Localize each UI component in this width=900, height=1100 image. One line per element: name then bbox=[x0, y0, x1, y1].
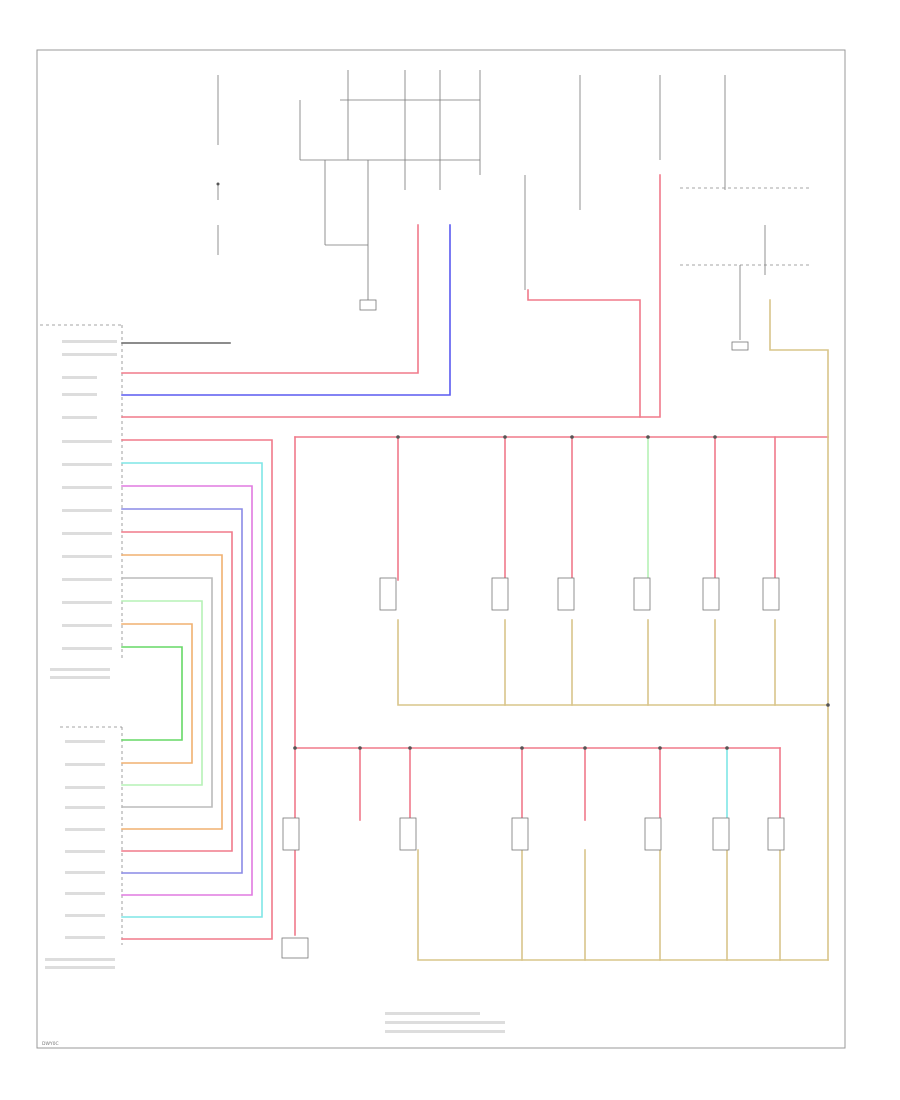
gray-wire bbox=[121, 577, 213, 808]
violet-wire bbox=[121, 508, 243, 874]
orange-wire bbox=[121, 623, 193, 764]
junction-dots bbox=[293, 435, 830, 750]
components-lower-row bbox=[281, 817, 785, 959]
legend-notes bbox=[385, 1012, 505, 1033]
red-wire bbox=[121, 439, 273, 940]
diagram-code: DWY0C bbox=[42, 1041, 59, 1047]
green-wire bbox=[121, 646, 183, 741]
red-wire bbox=[121, 531, 233, 852]
bottom-left-module-pins bbox=[45, 740, 115, 969]
components-upper-row bbox=[379, 577, 780, 611]
orange-wire bbox=[121, 554, 223, 830]
diagram-frame bbox=[36, 49, 846, 1049]
cyan-wire bbox=[121, 462, 263, 918]
top-power-section bbox=[40, 70, 810, 945]
colored-wires bbox=[121, 174, 829, 961]
yellow-wire bbox=[397, 619, 829, 706]
magenta-wire bbox=[121, 485, 253, 896]
red-wire bbox=[527, 289, 641, 418]
left-module-pins bbox=[50, 340, 117, 679]
lightgreen-wire bbox=[121, 600, 203, 786]
red-wire bbox=[121, 174, 661, 418]
yellow-wire bbox=[769, 299, 829, 961]
blue-wire bbox=[121, 224, 451, 396]
red-wire bbox=[121, 224, 419, 374]
yellow-wire bbox=[417, 849, 829, 961]
